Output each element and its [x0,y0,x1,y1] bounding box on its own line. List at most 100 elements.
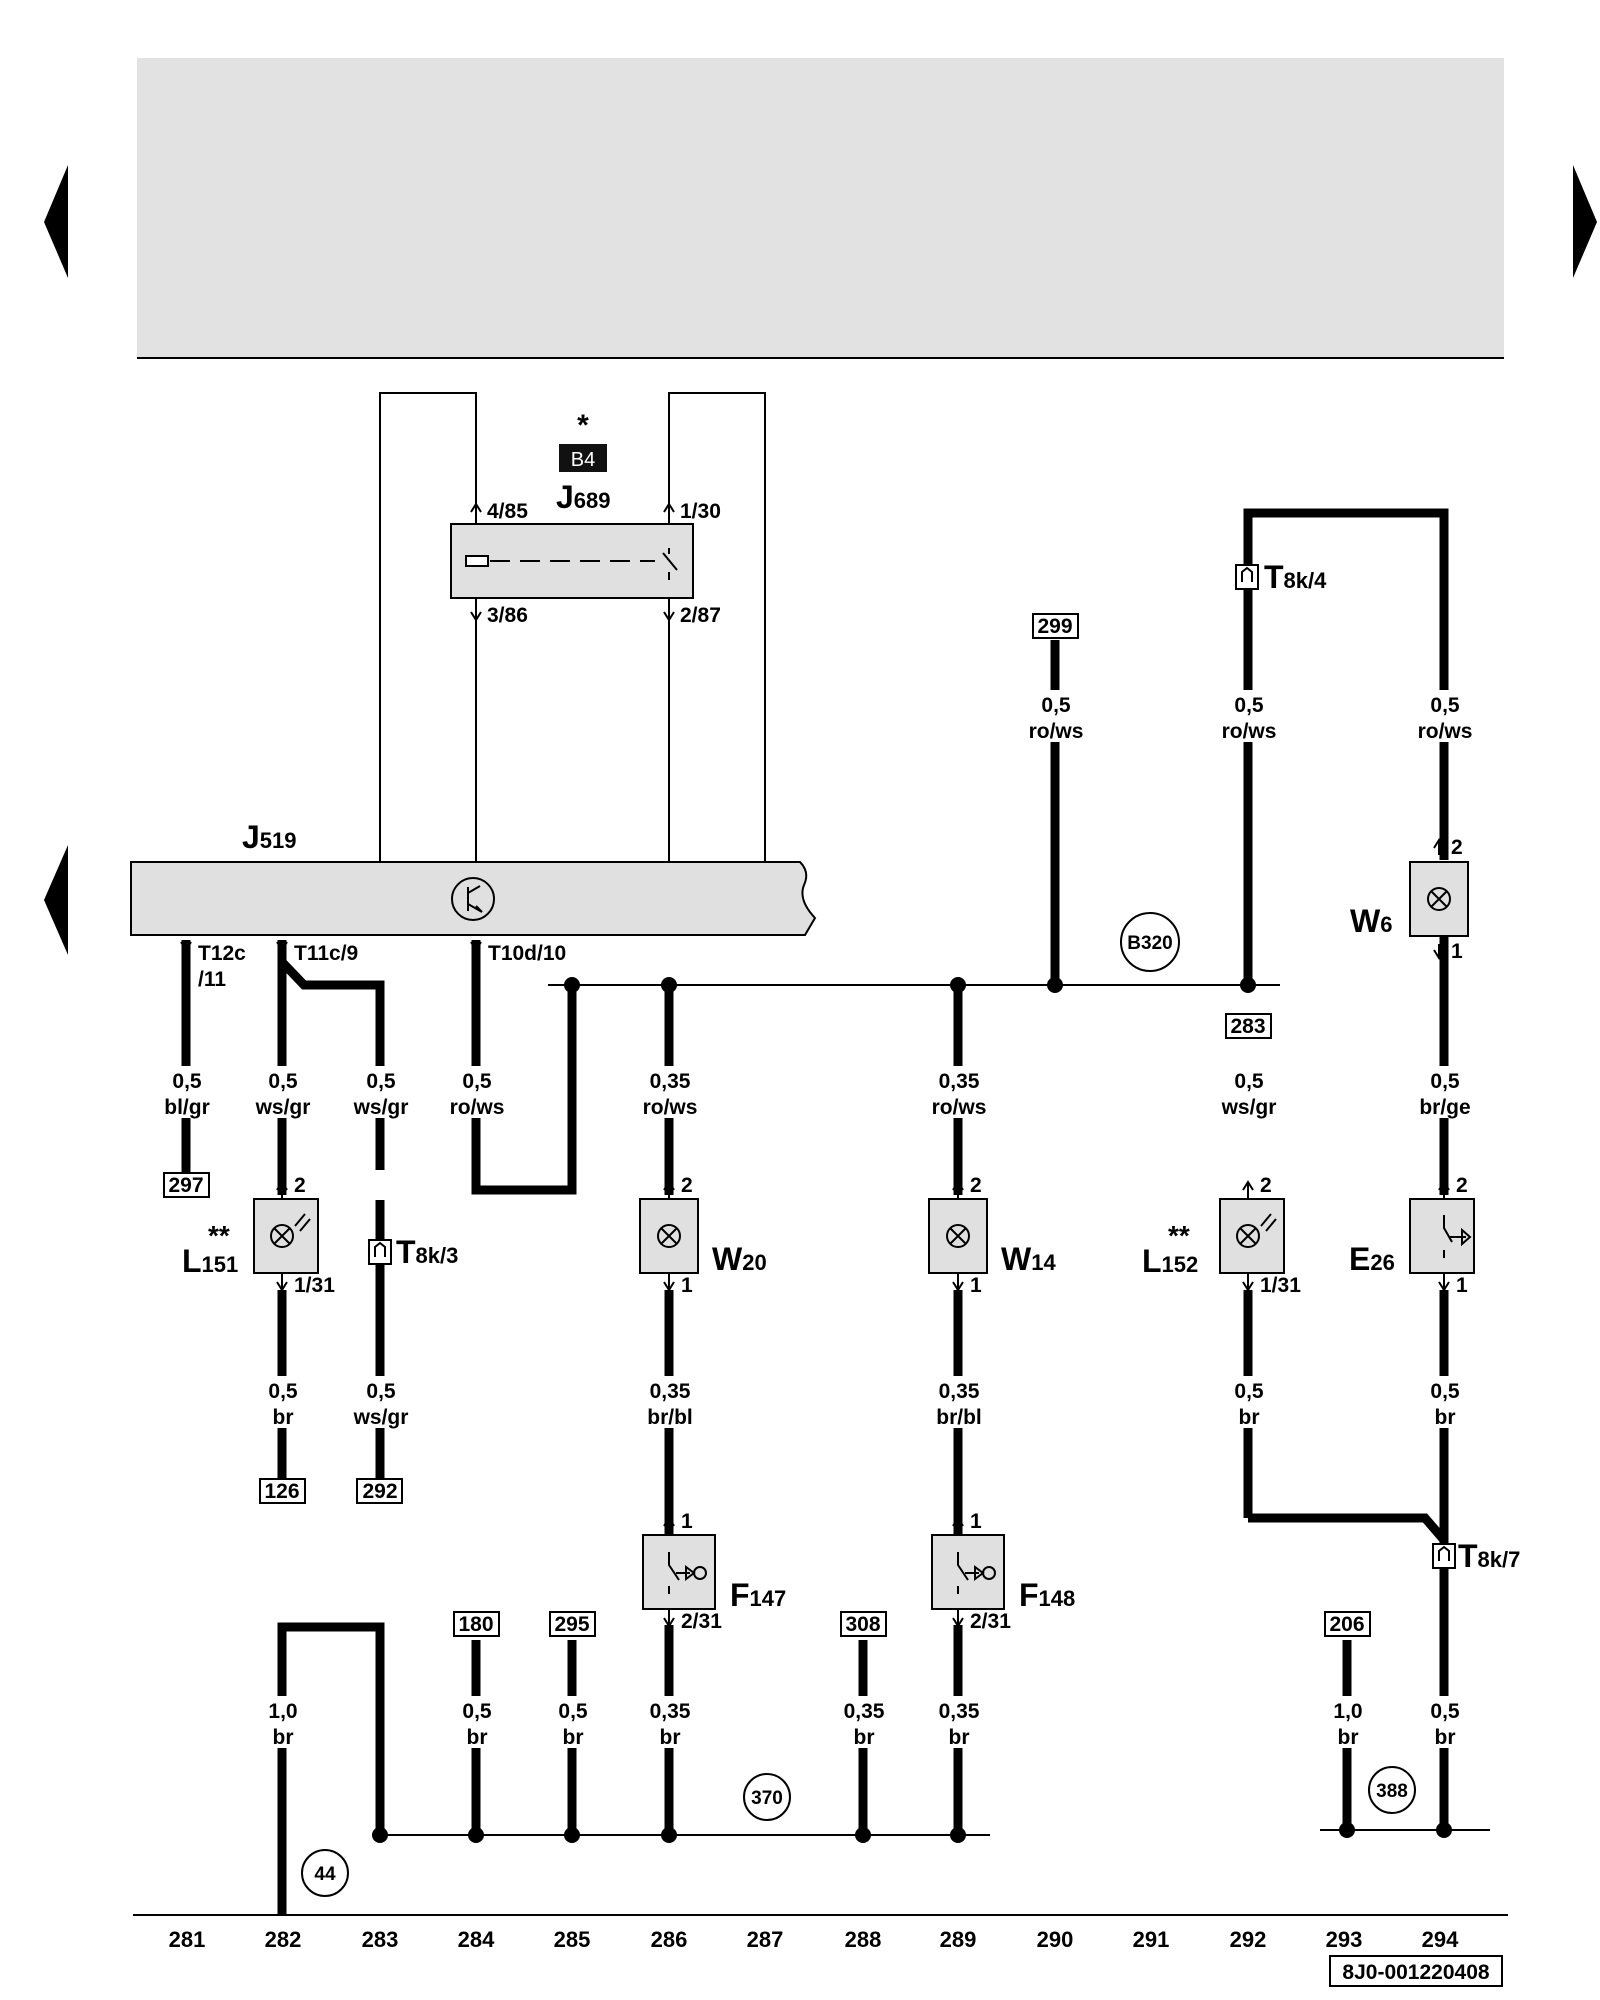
svg-text:1: 1 [1456,1274,1468,1297]
diagram-id: 8J0-001220408 [1342,1961,1489,1984]
diagram-id-box [1329,1955,1503,1987]
svg-text:0,5: 0,5 [462,1700,492,1723]
svg-text:0,5: 0,5 [1234,1070,1264,1093]
left-arrow-icon-section[interactable] [44,845,68,955]
relay-wiring [379,392,766,862]
svg-text:291: 291 [1133,1927,1170,1952]
ground-388: 388 [1376,1781,1408,1802]
svg-text:0,35: 0,35 [939,1380,980,1403]
svg-text:br/bl: br/bl [647,1406,693,1429]
relay-pin-1-30: 1/30 [680,500,721,523]
svg-text:1: 1 [681,1510,693,1533]
svg-text:br: br [1239,1406,1260,1429]
svg-text:1: 1 [970,1274,982,1297]
connector-t8k4: T8k/4 [1264,559,1327,595]
svg-text:0,5: 0,5 [268,1070,298,1093]
ref-299: 299 [1037,615,1072,638]
control-unit-j519: J519 [130,819,817,936]
svg-text:br: br [563,1726,584,1749]
svg-text:2/31: 2/31 [681,1610,722,1633]
svg-text:ro/ws: ro/ws [450,1096,505,1119]
bulb-w14-name: W14 [1001,1241,1056,1277]
svg-text:282: 282 [265,1927,302,1952]
bulb-w14: 2 1 W14 [928,1174,1056,1297]
svg-text:**: ** [1168,1220,1190,1251]
svg-text:0,35: 0,35 [939,1070,980,1093]
svg-text:2: 2 [970,1174,982,1197]
svg-text:br: br [273,1726,294,1749]
svg-text:ro/ws: ro/ws [1029,720,1084,743]
svg-text:2: 2 [1456,1174,1468,1197]
pin-t10d: T10d/10 [488,942,566,965]
ref-126: 126 [264,1480,299,1503]
svg-text:br: br [273,1406,294,1429]
lamp-l152-name: L152 [1142,1243,1198,1279]
svg-text:289: 289 [940,1927,977,1952]
column-numbers: 281 282 283 284 285 286 287 288 289 290 … [169,1927,1459,1952]
svg-text:2: 2 [681,1174,693,1197]
svg-text:br: br [854,1726,875,1749]
pin-t11c: T11c/9 [294,942,358,965]
switch-e26: 2 1 E26 [1349,1174,1475,1297]
reference-boxes[interactable]: 299 283 297 126 292 180 295 308 206 [163,613,1371,1637]
svg-text:294: 294 [1422,1927,1459,1952]
relay-pin-4-85: 4/85 [487,500,528,523]
ground-b320: B320 [1127,933,1172,954]
ref-297: 297 [168,1174,203,1197]
svg-text:0,35: 0,35 [650,1700,691,1723]
bulb-w6: 2 1 W6 [1350,836,1469,963]
svg-text:0,5: 0,5 [366,1380,396,1403]
svg-text:290: 290 [1037,1927,1074,1952]
lamp-l151: 2 1/31 ** L151 [182,1174,335,1297]
location-badge-label: B4 [571,449,595,471]
svg-text:br: br [1435,1726,1456,1749]
svg-text:2: 2 [1451,836,1463,859]
svg-text:ro/ws: ro/ws [643,1096,698,1119]
bus-lines [133,984,1508,1916]
bulb-w6-name: W6 [1350,903,1392,939]
svg-text:1/31: 1/31 [294,1274,335,1297]
svg-text:284: 284 [458,1927,495,1952]
relay-j689: * B4 J689 4/85 1/30 3/86 2/87 [450,409,721,627]
pin-t12c: T12c [198,942,246,965]
svg-text:br/ge: br/ge [1419,1096,1470,1119]
svg-text:1,0: 1,0 [1333,1700,1362,1723]
svg-text:br: br [1338,1726,1359,1749]
svg-text:br: br [1435,1406,1456,1429]
svg-text:293: 293 [1326,1927,1363,1952]
ref-283: 283 [1230,1015,1265,1038]
svg-text:ws/gr: ws/gr [353,1096,409,1119]
svg-text:0,5: 0,5 [366,1070,396,1093]
svg-text:285: 285 [554,1927,591,1952]
svg-text:ws/gr: ws/gr [1221,1096,1277,1119]
junction-dots [372,977,1452,1843]
svg-text:0,5: 0,5 [1430,1380,1460,1403]
right-arrow-icon[interactable] [1573,165,1597,278]
ref-180: 180 [458,1613,493,1636]
switch-e26-name: E26 [1349,1241,1395,1277]
svg-text:0,5: 0,5 [1041,694,1071,717]
svg-text:br: br [949,1726,970,1749]
svg-text:ro/ws: ro/ws [1418,720,1473,743]
svg-text:ro/ws: ro/ws [1222,720,1277,743]
svg-text:0,5: 0,5 [462,1070,492,1093]
left-arrow-icon[interactable] [44,165,68,278]
svg-text:br: br [660,1726,681,1749]
svg-text:0,5: 0,5 [1234,1380,1264,1403]
svg-text:0,5: 0,5 [1430,694,1460,717]
svg-text:0,5: 0,5 [1430,1070,1460,1093]
wire-labels: 0,5ro/ws 0,5ro/ws 0,5ro/ws 0,5bl/gr 0,5w… [150,690,1482,1749]
svg-text:**: ** [208,1220,230,1251]
inline-connectors: T8k/4 T8k/3 T8k/7 [368,559,1520,1574]
svg-text:281: 281 [169,1927,206,1952]
svg-text:0,5: 0,5 [1234,694,1264,717]
header-panel [137,58,1504,358]
svg-text:0,5: 0,5 [1430,1700,1460,1723]
svg-text:0,35: 0,35 [939,1700,980,1723]
relay-asterisk: * [577,409,589,442]
relay-pin-3-86: 3/86 [487,604,528,627]
svg-text:0,35: 0,35 [844,1700,885,1723]
svg-text:0,35: 0,35 [650,1070,691,1093]
switch-f148: 1 2/31 F148 [931,1510,1075,1633]
